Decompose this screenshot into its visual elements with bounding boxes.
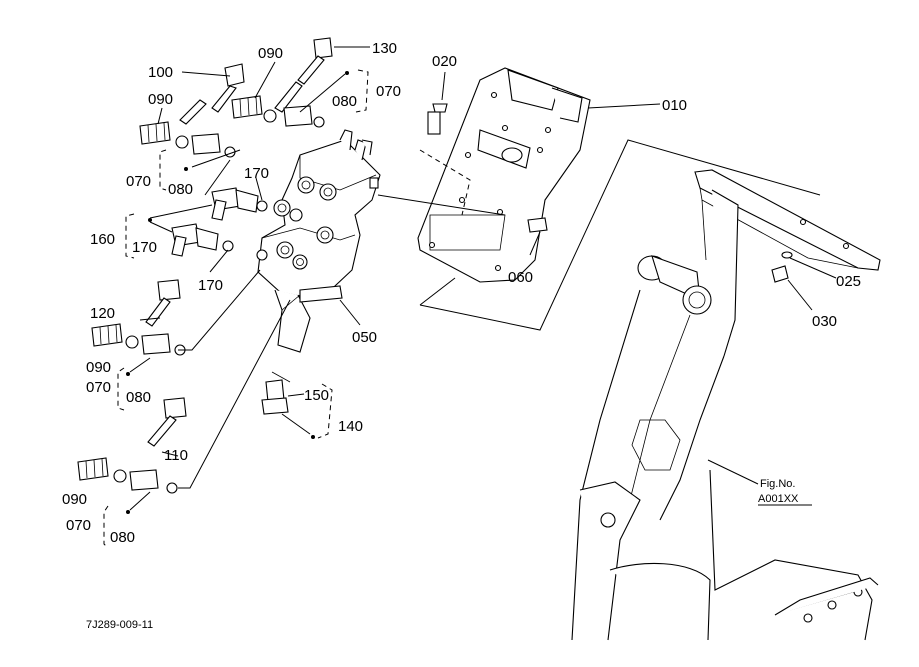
label-140: 140 <box>338 418 363 435</box>
label-070-mid: 070 <box>86 379 111 396</box>
label-100: 100 <box>148 64 173 81</box>
label-090-bot: 090 <box>62 491 87 508</box>
label-070-top: 070 <box>376 83 401 100</box>
label-010: 010 <box>662 97 687 114</box>
label-160: 160 <box>90 231 115 248</box>
label-070-bot: 070 <box>66 517 91 534</box>
label-070-left: 070 <box>126 173 151 190</box>
leader-lines <box>103 46 837 549</box>
label-080-top: 080 <box>332 93 357 110</box>
part-labels: 010 020 025 030 050 060 070 070 070 070 … <box>62 40 861 631</box>
control-valve-050 <box>256 129 381 353</box>
fig-ref-line1: Fig.No. <box>760 478 795 490</box>
fig-ref-line2: A001XX <box>758 493 799 505</box>
label-020: 020 <box>432 53 457 70</box>
label-025: 025 <box>836 273 861 290</box>
fittings-group <box>77 37 793 494</box>
label-170-c: 170 <box>198 277 223 294</box>
label-150: 150 <box>304 387 329 404</box>
bracket-plate-010 <box>417 67 591 283</box>
label-080-mid: 080 <box>126 389 151 406</box>
label-060: 060 <box>508 269 533 286</box>
drawing-number: 7J289-009-11 <box>86 619 153 631</box>
label-120: 120 <box>90 305 115 322</box>
label-050: 050 <box>352 329 377 346</box>
label-170-b: 170 <box>132 239 157 256</box>
label-170-a: 170 <box>244 165 269 182</box>
label-030: 030 <box>812 313 837 330</box>
label-090-top: 090 <box>258 45 283 62</box>
label-080-left: 080 <box>168 181 193 198</box>
label-130: 130 <box>372 40 397 57</box>
label-090-left: 090 <box>148 91 173 108</box>
label-110: 110 <box>164 447 188 464</box>
label-080-bot: 080 <box>110 529 135 546</box>
label-090-mid: 090 <box>86 359 111 376</box>
frame-assembly <box>571 169 881 641</box>
